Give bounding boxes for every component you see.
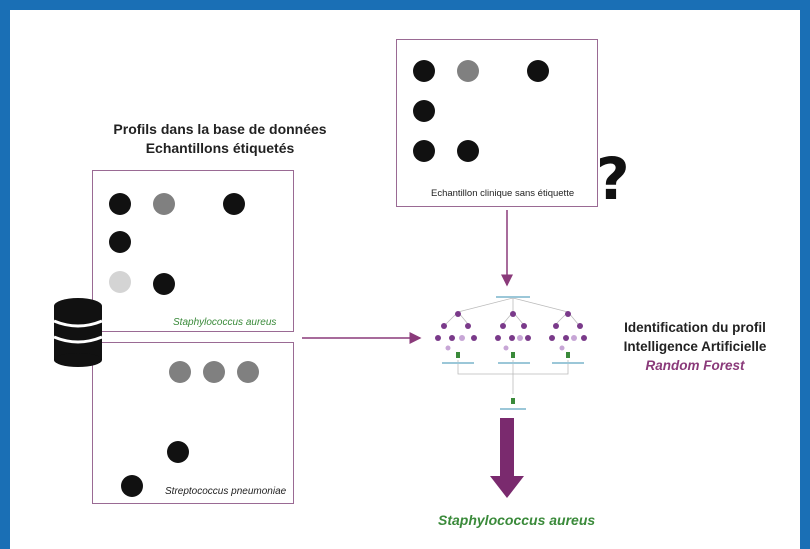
panel-top-label: Staphylococcus aureus: [173, 317, 277, 328]
dot-black: [109, 231, 131, 253]
dot-black: [121, 475, 143, 497]
result-label: Staphylococcus aureus: [438, 512, 596, 528]
identification-method: Random Forest: [645, 358, 745, 373]
dot-black: [223, 193, 245, 215]
identification-line1: Identification du profil: [624, 320, 766, 335]
database-title-line2: Echantillons étiquetés: [145, 140, 295, 156]
dot-light: [109, 271, 131, 293]
clinical-sample-label: Echantillon clinique sans étiquette: [431, 188, 575, 199]
dot-gray: [169, 361, 191, 383]
dot-black: [109, 193, 131, 215]
result-arrow-head: [490, 476, 524, 498]
panel-staphylococcus: Staphylococcus aureus: [92, 170, 294, 332]
database-icon: [53, 298, 103, 367]
question-mark-icon: ?: [596, 145, 630, 213]
dot-black: [527, 60, 549, 82]
clinical-sample-panel: Echantillon clinique sans étiquette: [396, 39, 598, 207]
dot-gray: [237, 361, 259, 383]
panel-bottom-label: Streptococcus pneumoniae: [165, 486, 287, 497]
dot-gray: [457, 60, 479, 82]
database-title: Profils dans la base de données Echantil…: [90, 120, 350, 158]
figure-frame: Profils dans la base de données Echantil…: [10, 10, 800, 549]
dot-black: [413, 140, 435, 162]
dot-black: [153, 273, 175, 295]
result-arrow-shaft: [500, 418, 514, 478]
random-forest-diagram: [435, 296, 587, 410]
dot-black: [413, 100, 435, 122]
dot-gray: [203, 361, 225, 383]
dot-black: [457, 140, 479, 162]
dot-gray: [153, 193, 175, 215]
dot-black: [413, 60, 435, 82]
dot-black: [167, 441, 189, 463]
identification-title: Identification du profil Intelligence Ar…: [600, 318, 790, 375]
identification-line2: Intelligence Artificielle: [623, 339, 767, 354]
database-title-line1: Profils dans la base de données: [113, 121, 327, 137]
arrows-layer: [302, 210, 524, 498]
panel-streptococcus: Streptococcus pneumoniae: [92, 342, 294, 504]
